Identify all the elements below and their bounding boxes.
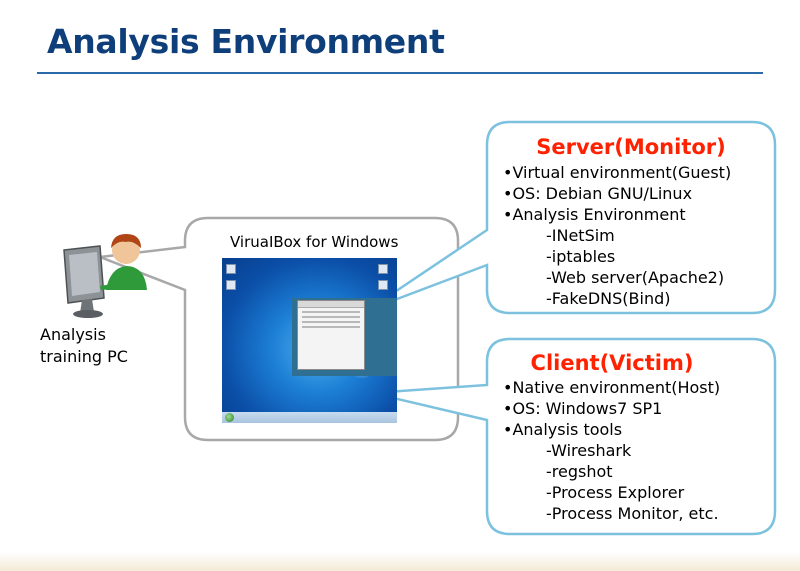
analysis-pc-illustration — [63, 234, 147, 318]
client-item: •Native environment(Host) — [503, 378, 721, 397]
client-callout-shape — [371, 337, 777, 536]
desktop-icon — [226, 264, 236, 274]
server-item: •Analysis Environment — [503, 205, 686, 224]
server-item: •OS: Debian GNU/Linux — [503, 184, 693, 203]
desktop-icon — [226, 280, 236, 290]
client-item: •OS: Windows7 SP1 — [503, 399, 663, 418]
server-heading: Server(Monitor) — [536, 135, 726, 159]
virtualbox-label: ViruaIBox for Windows — [230, 233, 399, 251]
server-item: •Virtual environment(Guest) — [503, 163, 732, 182]
server-item: -INetSim — [546, 226, 615, 245]
taskbar — [222, 412, 397, 423]
guest-vm-window — [297, 300, 365, 370]
server-item: -FakeDNS(Bind) — [546, 289, 671, 308]
pc-label-line1: Analysis — [40, 325, 106, 344]
server-callout-shape — [367, 120, 777, 315]
server-item: -iptables — [546, 247, 616, 266]
pc-label-line2: training PC — [40, 347, 128, 366]
client-item: -Process Monitor, etc. — [546, 504, 719, 523]
client-item: •Analysis tools — [503, 420, 623, 439]
pc-label: Analysis training PC — [40, 324, 128, 368]
client-item: -regshot — [546, 462, 613, 481]
server-item: -Web server(Apache2) — [546, 268, 725, 287]
windows-desktop-screenshot — [222, 258, 397, 423]
client-item: -Process Explorer — [546, 483, 685, 502]
desktop-icon — [378, 280, 388, 290]
client-item: -Wireshark — [546, 441, 632, 460]
desktop-icon — [378, 264, 388, 274]
client-heading: Client(Victim) — [530, 351, 694, 375]
footer-band — [0, 552, 800, 571]
start-button-icon — [225, 413, 234, 422]
page-title: Analysis Environment — [47, 22, 445, 61]
title-divider — [37, 72, 763, 74]
